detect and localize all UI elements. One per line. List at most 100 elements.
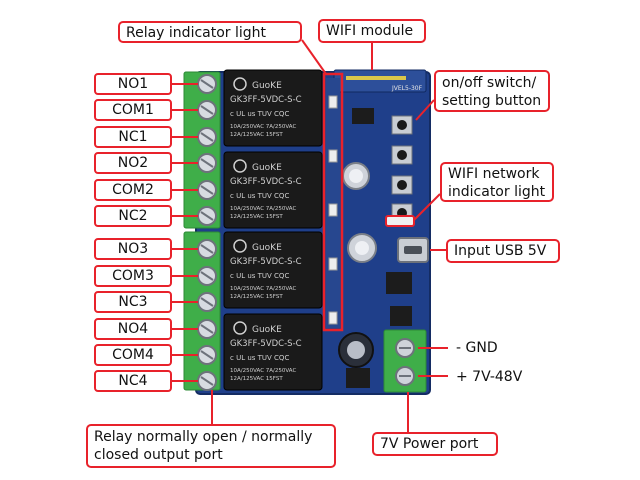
port-label-no4: NO4 [94, 318, 172, 340]
relay-brand-2: GuoKE [252, 163, 282, 173]
relay-logo-3 [233, 239, 247, 253]
label-vin: + 7V-48V [456, 369, 523, 385]
relay-rating2-2: 12A/125VAC 15FST [230, 214, 283, 220]
label-gnd: - GND [456, 340, 498, 356]
callout-switch: on/off switch/ setting button [434, 70, 550, 112]
relay-model-1: GK3FF-5VDC-S-C [230, 95, 302, 105]
relay-rating2-3: 12A/125VAC 15FST [230, 294, 283, 300]
port-label-com3: COM3 [94, 265, 172, 287]
relay-model-2: GK3FF-5VDC-S-C [230, 177, 302, 187]
tact-button-cap-1 [397, 120, 407, 130]
callout-output-line1: Relay normally open / normally [94, 429, 313, 445]
callout-power-port: 7V Power port [372, 432, 498, 456]
callout-wifi-led: WIFI network indicator light [440, 162, 554, 202]
relay-rating1-2: 10A/250VAC 7A/250VAC [230, 206, 296, 212]
leader-lines [211, 39, 448, 432]
port-label-nc1: NC1 [94, 126, 172, 148]
tact-button-cap-2 [397, 150, 407, 160]
relays: GuoKE GK3FF-5VDC-S-C c UL us TUV CQC 10A/25… [223, 69, 323, 391]
terminal-screw-slot-com2 [200, 185, 214, 195]
chip-1 [352, 108, 374, 124]
relay-logo-1 [233, 77, 247, 91]
capacitor-middle-inner [355, 241, 369, 255]
relay-led-4 [328, 257, 338, 271]
port-label-com4: COM4 [94, 344, 172, 366]
relay-brand-4: GuoKE [252, 325, 282, 335]
relay-led-5 [328, 311, 338, 325]
terminal-screw-slot-no1 [200, 79, 214, 89]
terminal-screw-slot-nc3 [200, 297, 214, 307]
terminal-screw-slot-nc2 [200, 211, 214, 221]
relay-model-3: GK3FF-5VDC-S-C [230, 257, 302, 267]
relay-body-3 [223, 231, 323, 309]
capacitor-bottom-inner [347, 341, 365, 359]
callout-output-line2: closed output port [94, 447, 223, 463]
terminal-screw-slot-no4 [200, 324, 214, 334]
callout-switch-line1: on/off switch/ [442, 75, 537, 91]
relay-rating2-1: 12A/125VAC 15FST [230, 132, 283, 138]
leader-switch [415, 99, 435, 121]
relay-led-strip [326, 78, 340, 328]
relay-cert-1: c UL us TUV CQC [230, 110, 289, 118]
relay-body-2 [223, 151, 323, 229]
relay-cert-4: c UL us TUV CQC [230, 354, 289, 362]
relay-brand-1: GuoKE [252, 81, 282, 91]
callout-wifi-led-line1: WIFI network [448, 166, 540, 182]
board-silk-label: JVEL5-30F [391, 85, 423, 92]
callout-switch-line2: setting button [442, 93, 542, 109]
relay-model-4: GK3FF-5VDC-S-C [230, 339, 302, 349]
callout-wifi-module: WIFI module [318, 19, 426, 43]
relay-rating2-4: 12A/125VAC 15FST [230, 376, 283, 382]
relay-rating1-4: 10A/250VAC 7A/250VAC [230, 368, 296, 374]
terminal-screw-slot-no2 [200, 158, 214, 168]
relay-body-4 [223, 313, 323, 391]
relay-logo-2 [233, 159, 247, 173]
port-label-com1: COM1 [94, 99, 172, 121]
callout-usb: Input USB 5V [446, 239, 560, 263]
tact-button-cap-3 [397, 180, 407, 190]
port-label-com2: COM2 [94, 179, 172, 201]
relay-cert-2: c UL us TUV CQC [230, 192, 289, 200]
callout-output: Relay normally open / normally closed ou… [86, 424, 336, 468]
relay-4: GuoKE GK3FF-5VDC-S-C c UL us TUV CQC 10A/25… [223, 313, 323, 391]
port-label-no3: NO3 [94, 238, 172, 260]
port-label-nc3: NC3 [94, 291, 172, 313]
terminal-screw-slot-nc4 [200, 376, 214, 386]
relay-indicator-highlight [322, 72, 344, 332]
chip-2 [386, 272, 412, 294]
relay-rating1-3: 10A/250VAC 7A/250VAC [230, 286, 296, 292]
terminal-screw-slot-com3 [200, 271, 214, 281]
callout-relay-indicator: Relay indicator light [118, 21, 302, 43]
terminal-screw-slot-com4 [200, 350, 214, 360]
leader-relay-indicator [301, 39, 327, 75]
leader-wifi-led [413, 193, 441, 221]
port-label-nc4: NC4 [94, 370, 172, 392]
chip-3 [390, 306, 412, 326]
terminal-screw-slot-no3 [200, 244, 214, 254]
power-terminal-block [383, 329, 427, 393]
terminal-block-left-upper [183, 71, 221, 229]
relay-rating1-1: 10A/250VAC 7A/250VAC [230, 124, 296, 130]
relay-led-3 [328, 203, 338, 217]
callout-wifi-led-line2: indicator light [448, 184, 546, 200]
terminal-screw-slot-nc1 [200, 132, 214, 142]
usb-port-slot [404, 246, 422, 254]
relay-led-2 [328, 149, 338, 163]
relay-logo-4 [233, 321, 247, 335]
port-label-no2: NO2 [94, 152, 172, 174]
capacitor-top-inner [349, 169, 363, 183]
port-label-nc2: NC2 [94, 205, 172, 227]
port-label-no1: NO1 [94, 73, 172, 95]
port-leader-lines [172, 83, 198, 382]
relay-led-1 [328, 95, 338, 109]
chip-4 [346, 368, 370, 388]
relay-cert-3: c UL us TUV CQC [230, 272, 289, 280]
wifi-network-led [385, 215, 415, 227]
relay-1: GuoKE GK3FF-5VDC-S-C c UL us TUV CQC 10A/25… [223, 69, 323, 147]
terminal-screws [197, 74, 217, 391]
wifi-antenna-trace [346, 76, 406, 80]
relay-2: GuoKE GK3FF-5VDC-S-C c UL us TUV CQC 10A/25… [223, 151, 323, 229]
relay-body-1 [223, 69, 323, 147]
